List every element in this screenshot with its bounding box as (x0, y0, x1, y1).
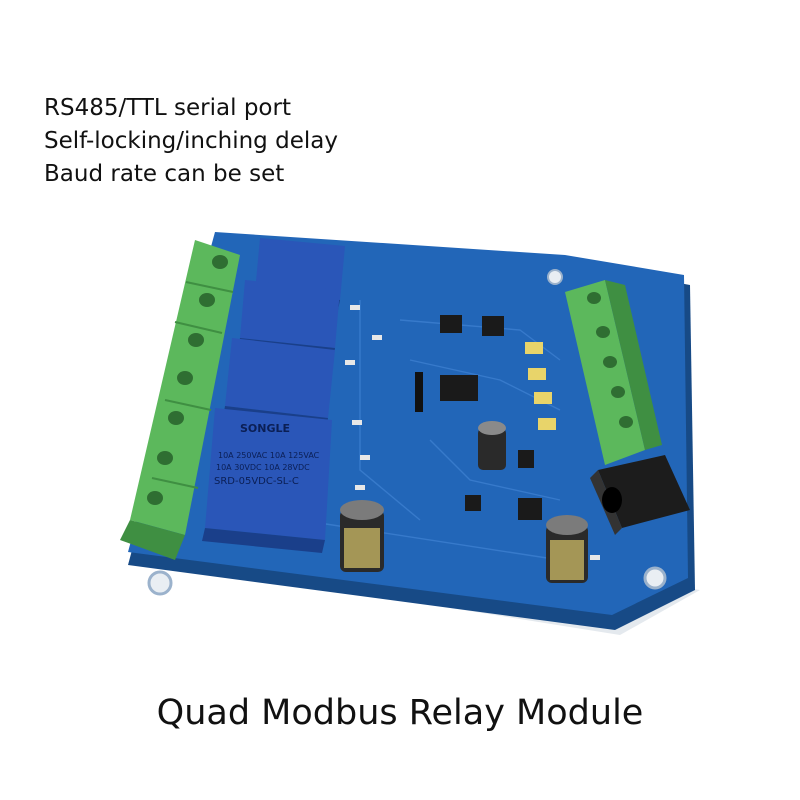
relay-brand: SONGLE (240, 422, 290, 435)
feature-item: RS485/TTL serial port (44, 95, 291, 121)
dc-jack (590, 455, 690, 535)
capacitor-right (546, 515, 588, 583)
product-caption: Quad Modbus Relay Module (156, 693, 644, 733)
feature-item: Self-locking/inching delay (44, 128, 338, 154)
right-terminal-blocks (565, 280, 662, 465)
mounting-holes (147, 269, 667, 596)
capacitor-center (478, 421, 506, 470)
relays: SONGLE 10A 250VAC 10A 125VAC 10A 30VDC 1… (202, 238, 345, 553)
relay-model: SRD-05VDC-SL-C (214, 476, 299, 487)
feature-list: RS485/TTL serial port Self-locking/inchi… (44, 92, 338, 191)
relay-rating: 10A 250VAC 10A 125VAC (218, 451, 320, 460)
left-terminal-blocks (120, 240, 240, 560)
components (345, 305, 600, 560)
feature-item: Baud rate can be set (44, 161, 285, 187)
relay-4: SONGLE 10A 250VAC 10A 125VAC 10A 30VDC 1… (202, 408, 332, 553)
relay-rating: 10A 30VDC 10A 28VDC (216, 463, 310, 472)
capacitors (340, 421, 588, 583)
capacitor-left (340, 500, 384, 572)
